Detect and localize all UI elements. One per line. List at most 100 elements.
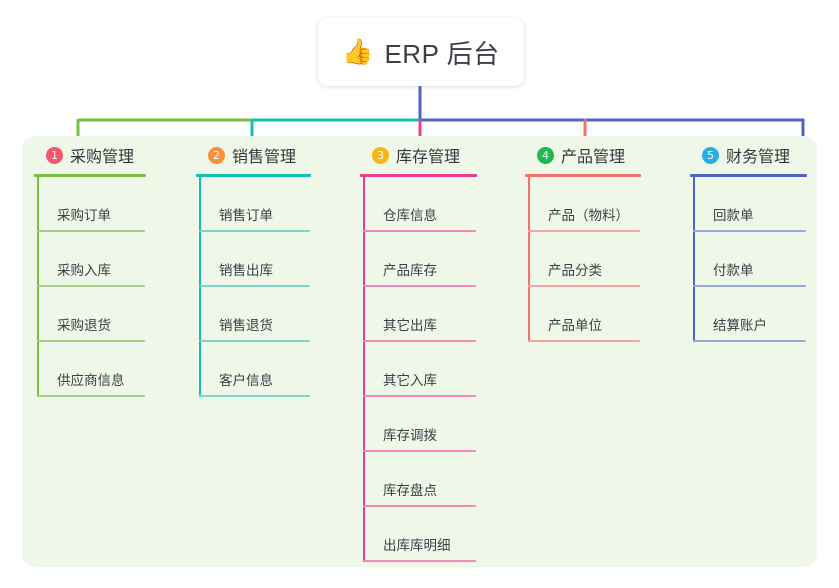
branch-item-underline [693,285,806,287]
branch-item[interactable]: 采购退货 [34,287,146,342]
branch-title: 销售管理 [232,149,297,166]
branch-header-underline [525,174,641,177]
branch-item[interactable]: 库存调拨 [360,397,477,452]
branch-item-label: 结算账户 [713,318,767,333]
branch-item-underline [363,285,476,287]
branch-header-underline [360,174,477,177]
branch-item[interactable]: 客户信息 [196,342,311,397]
branch-item-underline [528,230,640,232]
branch-header-2[interactable]: 2 销售管理 [196,143,311,167]
branch-item-label: 销售退货 [219,318,273,333]
branch-item[interactable]: 采购入库 [34,232,146,287]
branch-item[interactable]: 销售订单 [196,177,311,232]
branch-item[interactable]: 仓库信息 [360,177,477,232]
branch-title: 财务管理 [726,149,791,166]
branch-item-underline [693,230,806,232]
branch-item-label: 产品单位 [548,318,602,333]
branch-item-label: 库存调拨 [383,428,437,443]
branch-item-label: 产品分类 [548,263,602,278]
branch-spine [528,177,530,342]
branch-item[interactable]: 销售出库 [196,232,311,287]
branch-column-2: 2 销售管理销售订单销售出库销售退货客户信息 [196,143,311,397]
branch-item-underline [363,230,476,232]
branch-spine [363,177,365,562]
branch-item-underline [199,340,310,342]
branch-column-5: 5 财务管理回款单付款单结算账户 [690,143,807,342]
branch-item[interactable]: 出库库明细 [360,507,477,562]
branch-header-underline [690,174,807,177]
branch-item-label: 采购退货 [57,318,111,333]
root-node[interactable]: 👍 ERP 后台 [318,18,524,86]
branch-item-underline [363,560,476,562]
branch-item-underline [693,340,806,342]
branch-item-underline [528,340,640,342]
branch-items: 产品（物料） 产品分类产品单位 [525,177,641,342]
branch-number-badge: 2 [208,146,225,164]
branch-item-underline [528,285,640,287]
branch-header-3[interactable]: 3 库存管理 [360,143,477,167]
branch-item-label: 供应商信息 [57,373,125,388]
root-node-title: ERP 后台 [384,38,500,69]
branch-item[interactable]: 付款单 [690,232,807,287]
branch-item-underline [37,230,145,232]
branch-spine [693,177,695,342]
branch-header-underline [196,174,311,177]
branch-item-label: 其它出库 [383,318,437,333]
branch-item-label: 产品库存 [383,263,437,278]
branch-item-label: 出库库明细 [383,538,451,553]
branch-header-5[interactable]: 5 财务管理 [690,143,807,167]
branch-items: 回款单付款单结算账户 [690,177,807,342]
branch-spine [37,177,39,397]
branch-header-4[interactable]: 4 产品管理 [525,143,641,167]
branch-item-underline [363,505,476,507]
branch-item-label: 库存盘点 [383,483,437,498]
branch-item-underline [199,230,310,232]
branch-column-1: 1 采购管理采购订单采购入库采购退货供应商信息 [34,143,146,397]
branch-item[interactable]: 结算账户 [690,287,807,342]
branch-spine [199,177,201,397]
branch-item-underline [363,395,476,397]
branch-items: 采购订单采购入库采购退货供应商信息 [34,177,146,397]
branch-item[interactable]: 回款单 [690,177,807,232]
branch-item-label: 付款单 [713,263,754,278]
branch-item[interactable]: 采购订单 [34,177,146,232]
branch-item[interactable]: 其它出库 [360,287,477,342]
branch-column-4: 4 产品管理产品（物料） 产品分类产品单位 [525,143,641,342]
branch-title: 产品管理 [561,149,626,166]
branch-title: 采购管理 [70,149,135,166]
branch-item[interactable]: 产品库存 [360,232,477,287]
branch-header-1[interactable]: 1 采购管理 [34,143,146,167]
branch-item-underline [199,395,310,397]
branch-column-3: 3 库存管理仓库信息产品库存其它出库其它入库库存调拨库存盘点出库库明细 [360,143,477,562]
branch-item[interactable]: 产品分类 [525,232,641,287]
branch-item-label: 采购订单 [57,208,111,223]
branch-item-label: 销售出库 [219,263,273,278]
branch-title: 库存管理 [396,149,461,166]
branch-item[interactable]: 产品（物料） [525,177,641,232]
branches-panel [22,136,817,567]
branch-items: 销售订单销售出库销售退货客户信息 [196,177,311,397]
branch-item-underline [37,285,145,287]
branch-item-label: 仓库信息 [383,208,437,223]
branch-item-underline [37,395,145,397]
branch-item-label: 其它入库 [383,373,437,388]
branch-item-underline [199,285,310,287]
branch-number-badge: 3 [372,146,389,164]
root-node-content: 👍 ERP 后台 [342,34,499,71]
branch-item[interactable]: 销售退货 [196,287,311,342]
branch-number-badge: 5 [702,146,719,164]
branch-item-label: 采购入库 [57,263,111,278]
branch-item[interactable]: 库存盘点 [360,452,477,507]
branch-item-underline [37,340,145,342]
branch-number-badge: 1 [46,146,63,164]
thumbs-up-icon: 👍 [342,37,374,66]
branch-item[interactable]: 产品单位 [525,287,641,342]
branch-item[interactable]: 供应商信息 [34,342,146,397]
branch-item[interactable]: 其它入库 [360,342,477,397]
branch-items: 仓库信息产品库存其它出库其它入库库存调拨库存盘点出库库明细 [360,177,477,562]
branch-item-underline [363,340,476,342]
branch-number-badge: 4 [537,146,554,164]
branch-header-underline [34,174,146,177]
branch-item-label: 回款单 [713,208,754,223]
